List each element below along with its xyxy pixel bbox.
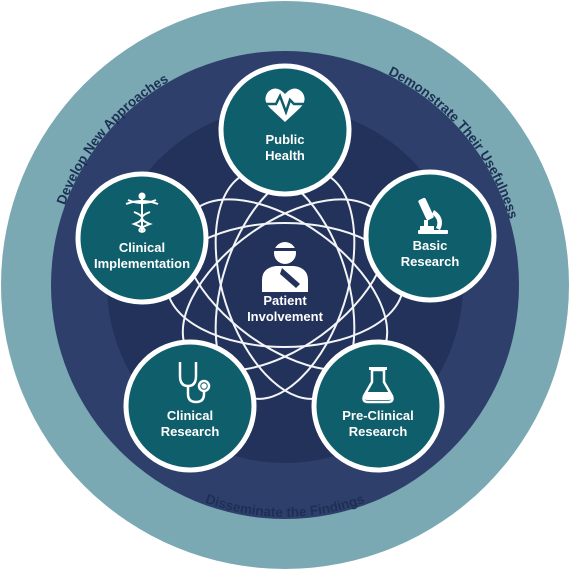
- node-pre-clinical-research[interactable]: [311, 339, 445, 473]
- flask-icon: [362, 367, 394, 404]
- stethoscope-icon: [178, 362, 211, 404]
- caduceus-icon: [125, 192, 159, 233]
- node-clinical-implementation[interactable]: [75, 171, 209, 305]
- node-public-health[interactable]: [218, 63, 352, 197]
- microscope-icon: [418, 197, 448, 234]
- patient-icon: [262, 242, 308, 292]
- node-basic-research[interactable]: [363, 169, 497, 303]
- node-clinical-research[interactable]: [123, 339, 257, 473]
- heart-pulse-icon: [264, 88, 306, 122]
